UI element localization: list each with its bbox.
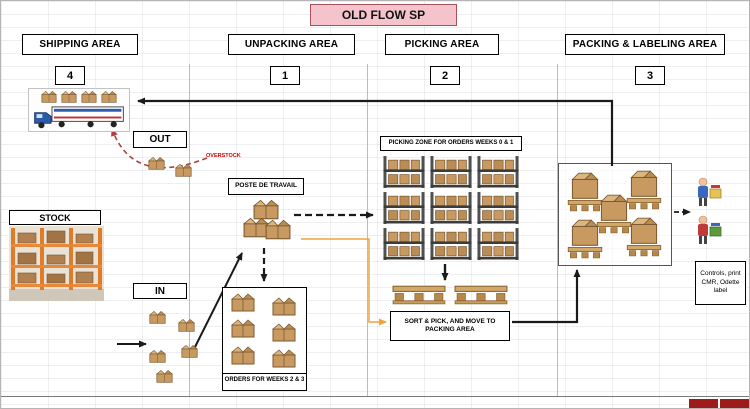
- box-icon: [231, 292, 255, 312]
- box-icon: [101, 90, 117, 103]
- area-header-packing-label: PACKING & LABELING AREA: [572, 39, 718, 50]
- pallet-icon: [392, 282, 446, 305]
- bottom-rule: [1, 396, 749, 397]
- out-node: OUT: [133, 131, 187, 148]
- sort-and-pick-text: SORT & PICK, AND MOVE TO PACKING AREA: [404, 317, 496, 333]
- out-node-label: OUT: [149, 134, 171, 145]
- overstock-text: OVERSTOCK: [206, 153, 241, 159]
- box-icon: [272, 348, 296, 368]
- shelf-rack-icon: [383, 155, 425, 188]
- box-icon: [181, 344, 198, 358]
- unpacking-box-stack-icon: [243, 198, 291, 246]
- box-icon: [272, 296, 296, 316]
- box-icon: [231, 318, 255, 338]
- in-node: IN: [133, 283, 187, 299]
- box-icon: [148, 156, 165, 170]
- step-number-packing-value: 3: [646, 69, 654, 82]
- box-icon: [272, 322, 296, 342]
- labeling-operator-icon: [698, 177, 722, 206]
- stock-node-label: STOCK: [39, 212, 71, 223]
- orders-weeks-2-3-label: ORDERS FOR WEEKS 2 & 3: [223, 373, 306, 388]
- area-header-shipping-label: SHIPPING AREA: [39, 39, 121, 50]
- sort-and-pick-block: SORT & PICK, AND MOVE TO PACKING AREA: [390, 282, 510, 341]
- step-number-shipping: 4: [55, 66, 85, 85]
- step-number-packing: 3: [635, 66, 665, 85]
- column-separator-3: [557, 64, 558, 397]
- box-icon: [41, 90, 57, 103]
- poste-de-travail-node: POSTE DE TRAVAIL: [228, 178, 304, 195]
- shaded-cell: [689, 399, 718, 408]
- shelf-rack-icon: [477, 191, 519, 224]
- shelf-rack-icon: [430, 155, 472, 188]
- poste-de-travail-label: POSTE DE TRAVAIL: [235, 182, 297, 190]
- shelf-rack-icon: [477, 155, 519, 188]
- area-header-unpacking: UNPACKING AREA: [228, 34, 355, 55]
- stock-node: STOCK: [9, 210, 101, 225]
- shipping-truck-image: [28, 88, 130, 132]
- step-number-picking-value: 2: [441, 69, 449, 82]
- area-header-packing: PACKING & LABELING AREA: [565, 34, 725, 55]
- box-icon: [178, 318, 195, 332]
- picking-zone-text: PICKING ZONE FOR ORDERS WEEKS 0 & 1: [388, 139, 514, 146]
- picking-zone-block: PICKING ZONE FOR ORDERS WEEKS 0 & 1: [380, 136, 522, 264]
- diagram-title: OLD FLOW SP: [310, 4, 457, 26]
- orders-weeks-2-3-zone: ORDERS FOR WEEKS 2 & 3: [222, 287, 307, 391]
- box-on-pallet-icon: [623, 214, 665, 258]
- step-number-unpacking-value: 1: [281, 69, 289, 82]
- in-node-label: IN: [155, 285, 165, 297]
- overstock-label: OVERSTOCK: [206, 153, 241, 159]
- box-icon: [61, 90, 77, 103]
- shelf-rack-icon: [430, 227, 472, 260]
- sort-and-pick-label: SORT & PICK, AND MOVE TO PACKING AREA: [390, 311, 510, 341]
- packing-staging-frame: [558, 163, 672, 266]
- box-icon: [156, 369, 173, 383]
- control-operator-icon: [698, 215, 722, 244]
- column-separator-2: [367, 64, 368, 397]
- shelf-rack-icon: [477, 227, 519, 260]
- orders-weeks-2-3-text: ORDERS FOR WEEKS 2 & 3: [224, 377, 305, 384]
- diagram-title-text: OLD FLOW SP: [341, 8, 426, 22]
- area-header-picking: PICKING AREA: [385, 34, 499, 55]
- box-icon: [175, 163, 192, 177]
- box-icon: [265, 218, 291, 240]
- area-header-unpacking-label: UNPACKING AREA: [244, 39, 339, 50]
- shaded-cell: [720, 399, 749, 408]
- step-number-unpacking: 1: [270, 66, 300, 85]
- column-separator-1: [189, 64, 190, 397]
- controls-note: Controls, print CMR, Odette label: [695, 261, 746, 305]
- shelf-rack-icon: [430, 191, 472, 224]
- truck-icon: [34, 106, 124, 129]
- box-icon: [81, 90, 97, 103]
- box-icon: [231, 345, 255, 365]
- step-number-picking: 2: [430, 66, 460, 85]
- step-number-shipping-value: 4: [66, 69, 74, 82]
- picking-zone-label: PICKING ZONE FOR ORDERS WEEKS 0 & 1: [380, 136, 522, 151]
- stock-warehouse-image: [9, 226, 104, 301]
- picking-zone-racks: [380, 151, 522, 264]
- controls-note-text: Controls, print CMR, Odette label: [700, 269, 741, 295]
- box-icon: [149, 349, 166, 363]
- area-header-shipping: SHIPPING AREA: [22, 34, 138, 55]
- box-on-pallet-icon: [564, 216, 606, 260]
- box-icon: [149, 310, 166, 324]
- shelf-rack-icon: [383, 227, 425, 260]
- shelf-rack-icon: [383, 191, 425, 224]
- area-header-picking-label: PICKING AREA: [404, 39, 480, 50]
- pallet-icon: [454, 282, 508, 305]
